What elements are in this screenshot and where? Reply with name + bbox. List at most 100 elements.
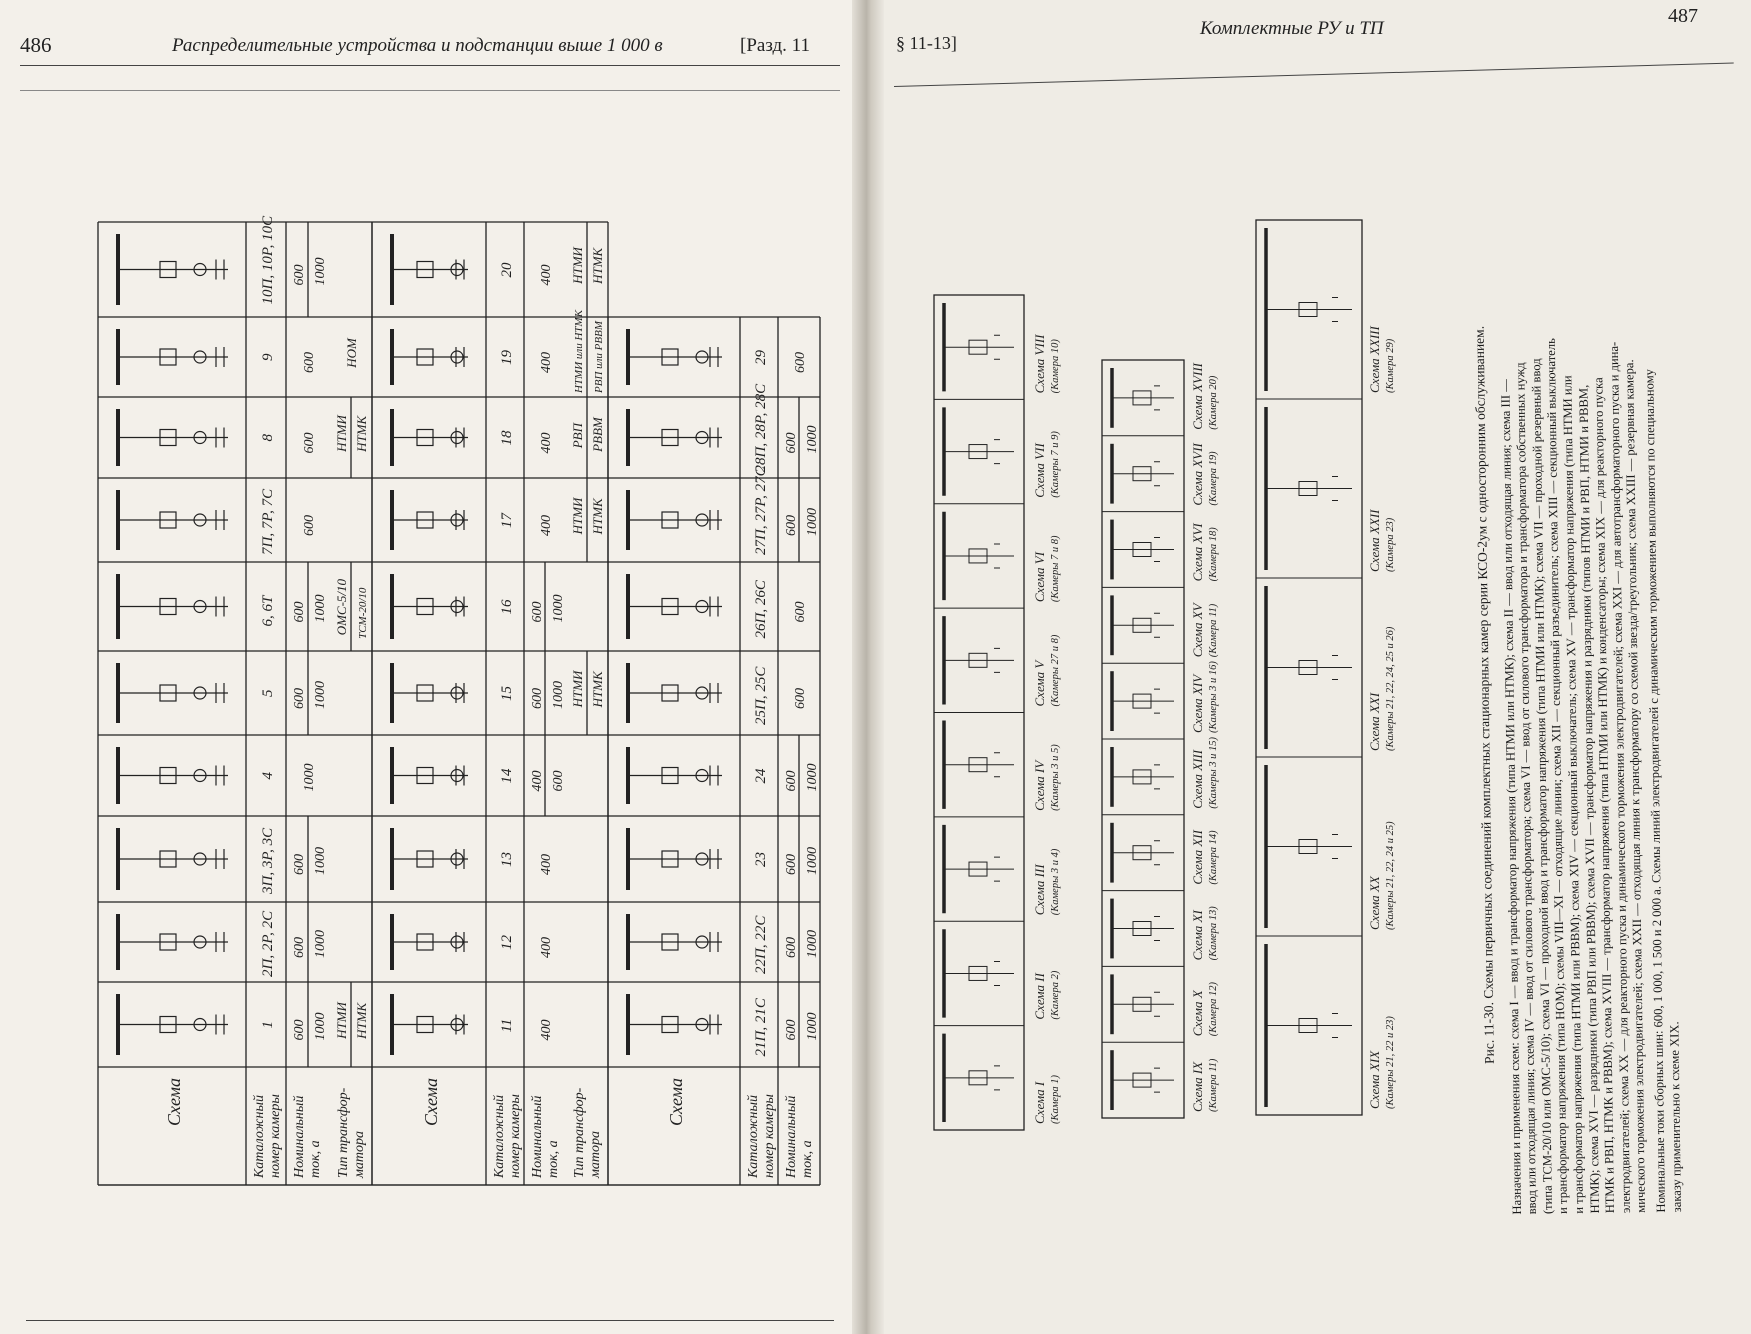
scheme-symbol	[390, 409, 468, 466]
diagram-label: Схема II	[1032, 972, 1047, 1019]
scheme-symbol	[626, 663, 722, 723]
diagram-cell: Схема XVI(Камера 18)	[1102, 519, 1219, 588]
current-value: 600	[302, 515, 317, 536]
section-right: § 11-13]	[896, 33, 957, 53]
diagram-cell: Схема IV(Камеры 3 и 5)	[934, 720, 1061, 818]
scheme-symbol	[116, 574, 228, 639]
transformer-type: РВВМ	[590, 416, 605, 453]
diagram-sublabel: (Камеры 3 и 4)	[1050, 848, 1061, 915]
diagram-sublabel: (Камера 12)	[1208, 981, 1219, 1036]
breaker-symbol	[1298, 481, 1318, 496]
arrow-symbol	[1332, 297, 1338, 322]
diagram-sublabel: (Камера 23)	[1385, 517, 1396, 572]
transformer-symbol	[450, 768, 464, 783]
catalog-number: 18	[499, 430, 515, 446]
breaker-symbol	[968, 861, 988, 877]
diagram-sublabel: (Камера 11)	[1208, 603, 1219, 657]
transformer-symbol	[450, 1017, 464, 1032]
catalog-number: 14	[499, 768, 515, 784]
current-value: 600	[793, 352, 808, 373]
breaker-symbol	[416, 597, 434, 616]
arrow-symbol	[994, 1065, 1000, 1091]
diagram-cell: Схема X(Камера 12)	[1102, 974, 1219, 1043]
arrow-symbol	[1332, 655, 1338, 680]
transformer-symbol	[193, 1017, 207, 1032]
arrow-symbol	[994, 960, 1000, 986]
diagram-cell: Схема XVIII(Камера 20)	[1102, 362, 1219, 437]
scheme-symbol	[116, 828, 228, 890]
diagram-cell: Схема XII(Камера 14)	[1102, 822, 1219, 892]
breaker-symbol	[159, 850, 177, 868]
arrow-symbol	[1154, 764, 1160, 790]
current-value: 600	[551, 771, 566, 792]
catalog-number: 8	[260, 434, 276, 442]
diagram-cell: Схема XX(Камеры 21, 22, 24 и 25)	[1256, 765, 1396, 937]
current-value: 600	[302, 433, 317, 454]
scheme-symbol	[390, 234, 468, 305]
current-value: 600	[784, 515, 799, 536]
catalog-number: 1	[260, 1021, 276, 1029]
current-value: 600	[784, 1020, 799, 1041]
current-value: 400	[539, 265, 554, 286]
transformer-symbol	[450, 262, 464, 277]
breaker-symbol	[968, 548, 988, 564]
scheme-symbol	[390, 747, 468, 804]
current-value: 1000	[313, 258, 328, 286]
header-current: Номинальный	[530, 1096, 545, 1179]
diagram-cell: Схема IX(Камера 11)	[1110, 1050, 1219, 1112]
arrow-symbol	[1154, 385, 1160, 411]
diagram-sublabel: (Камера 2)	[1050, 970, 1061, 1019]
diagram-cell: Схема XVII(Камера 19)	[1102, 442, 1219, 513]
header-schema: Схема	[421, 1078, 441, 1126]
diagram-cell: Схема I(Камера 1)	[942, 1033, 1061, 1124]
current-value: 1000	[805, 764, 820, 792]
diagram-cell: Схема XXI(Камеры 21, 22, 24, 25 и 26)	[1256, 586, 1396, 758]
current-value: 600	[784, 854, 799, 875]
transformer-type: НТМК	[354, 414, 369, 452]
diagram-sublabel: (Камеры 21, 22, 24 и 25)	[1385, 821, 1396, 930]
header-transformer: Тип трансфор-	[572, 1087, 587, 1178]
transformer-symbol	[193, 686, 207, 700]
diagram-strip: Схема IX(Камера 11) Схема X(Камера 12) Схе…	[1101, 359, 1219, 1119]
header-transformer: матора	[588, 1131, 603, 1179]
diagram-label: Схема III	[1032, 864, 1047, 916]
transformer-symbol	[450, 599, 464, 614]
transformer-symbol	[193, 768, 207, 783]
breaker-symbol	[159, 260, 177, 279]
diagram-cell: Схема V(Камеры 27 и 8)	[934, 616, 1061, 713]
diagram-label: Схема XI	[1190, 910, 1205, 961]
transformer-type: НТМИ	[570, 497, 585, 535]
connection-diagrams: Схема I(Камера 1)Схема II(Камера 2)Схема…	[933, 219, 1396, 1131]
diagram-sublabel: (Камеры 3 и 5)	[1050, 744, 1061, 811]
diagram-strip: Схема I(Камера 1)Схема II(Камера 2)Схема…	[933, 294, 1061, 1131]
diagram-sublabel: (Камера 29)	[1385, 338, 1396, 393]
diagram-cell: Схема II(Камера 2)	[934, 929, 1061, 1027]
scheme-symbol	[626, 329, 722, 385]
catalog-number: 11	[499, 1019, 515, 1033]
current-value: 1000	[313, 1013, 328, 1041]
breaker-symbol	[661, 597, 679, 616]
transformer-type: НТМИ	[334, 414, 349, 452]
diagram-cell: Схема XI(Камера 13)	[1102, 898, 1219, 967]
catalog-number: 17	[499, 512, 515, 529]
diagram-label: Схема I	[1032, 1081, 1047, 1124]
header-current: ток, а	[800, 1140, 815, 1178]
transformer-symbol	[450, 686, 464, 700]
section-left: [Разд. 11	[740, 35, 810, 56]
current-value: 1000	[302, 764, 317, 792]
transformer-type: ТСМ-20/10	[357, 587, 369, 639]
breaker-symbol	[968, 1070, 988, 1086]
header-catalog: номер камеры	[762, 1094, 777, 1178]
breaker-symbol	[1132, 845, 1152, 861]
breaker-symbol	[661, 766, 679, 785]
arrow-symbol	[994, 647, 1000, 673]
current-value: 600	[292, 265, 307, 286]
transformer-symbol	[193, 262, 207, 277]
arrow-symbol	[994, 856, 1000, 882]
diagram-cell: Схема VII(Камеры 7 и 9)	[934, 407, 1061, 505]
arrow-symbol	[1154, 537, 1160, 562]
diagram-cell: Схема XIX(Камеры 21, 22 и 23)	[1264, 944, 1396, 1109]
frame-top-left	[20, 90, 840, 91]
breaker-symbol	[416, 766, 434, 785]
header-current: ток, а	[546, 1140, 561, 1178]
